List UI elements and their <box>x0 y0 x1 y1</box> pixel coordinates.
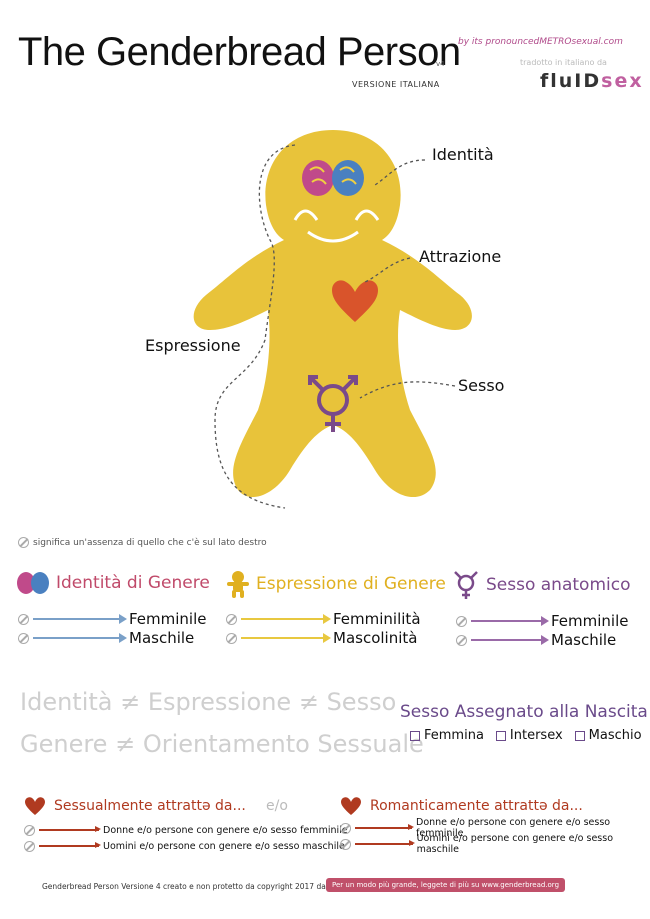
identity-arrow <box>33 633 127 643</box>
category-identity-title: Identità di Genere <box>56 573 210 593</box>
page-title: The Genderbread Person <box>18 30 461 74</box>
null-icon <box>340 838 351 850</box>
sex-arrow <box>471 616 549 626</box>
label-sesso: Sesso <box>458 376 505 395</box>
romantic-attraction-title: Romanticamente attrattə da... <box>340 796 583 816</box>
category-sex: Sesso anatomico <box>452 570 630 600</box>
romantic-row-men: Uomini e/o persone con genere e/o sesso … <box>340 833 650 855</box>
heart-icon <box>332 280 378 322</box>
assigned-sex-options: Femmina Intersex Maschio <box>410 728 642 743</box>
option-intersex[interactable]: Intersex <box>495 728 563 743</box>
null-icon <box>226 613 237 625</box>
option-female[interactable]: Femmina <box>410 728 484 743</box>
null-icon <box>24 840 35 852</box>
sexual-attraction-title: Sessualmente attrattə da... <box>24 796 246 816</box>
callout-sex-line <box>359 381 456 399</box>
null-icon <box>340 822 351 834</box>
romantic-row-women: Donne e/o persone con genere e/o sesso f… <box>340 817 650 839</box>
heart-icon <box>341 797 361 815</box>
gingerbread-icon <box>227 571 249 598</box>
romantic-attraction-label: Romanticamente attrattə da... <box>370 798 583 814</box>
expression-arrow <box>241 614 331 624</box>
option-male-label: Maschio <box>588 728 642 743</box>
romantic-men-label: Uomini e/o persone con genere e/o sesso … <box>416 833 613 855</box>
brand-link[interactable]: by its pronouncedMETROsexual.com <box>458 37 623 47</box>
footer-link-badge[interactable]: Per un modo più grande, leggete di più s… <box>326 878 566 892</box>
category-identity: Identità di Genere <box>16 570 210 596</box>
sexual-attraction-label: Sessualmente attrattə da... <box>54 798 246 814</box>
translated-label: tradotto in italiano da <box>520 58 607 67</box>
identity-row-masculine: Maschile <box>18 629 194 647</box>
subtitle: VERSIONE ITALIANA <box>352 80 440 89</box>
absence-note: significa un'assenza di quello che c'è s… <box>18 537 267 548</box>
checkbox[interactable] <box>495 730 506 741</box>
attraction-arrow <box>354 841 415 846</box>
gingerbread-body-shape <box>193 130 472 498</box>
identity-masculine-label: Maschile <box>129 629 195 647</box>
expression-arrow <box>241 633 331 643</box>
attraction-arrow <box>39 843 101 848</box>
sex-symbol-icon <box>454 571 478 599</box>
footer-credit: Genderbread Person Versione 4 creato e n… <box>42 882 388 891</box>
version-label: v4 <box>436 60 445 68</box>
absence-note-text: significa un'assenza di quello che c'è s… <box>33 537 267 548</box>
sex-row-female: Femminile <box>456 612 629 630</box>
inequality-line-2: Genere ≠ Orientamento Sessuale <box>20 730 424 758</box>
category-sex-title: Sesso anatomico <box>486 575 631 595</box>
attraction-arrow <box>39 827 101 832</box>
callout-identity-line <box>374 159 426 186</box>
sexual-row-women: Donne e/o persone con genere e/o sesso f… <box>24 823 348 837</box>
heart-icon <box>25 797 45 815</box>
sexual-women-label: Donne e/o persone con genere e/o sesso f… <box>103 824 348 836</box>
gingerbread-figure <box>193 130 472 509</box>
sex-row-male: Maschile <box>456 631 616 649</box>
romantic-women-label: Donne e/o persone con genere e/o sesso f… <box>416 817 611 839</box>
brain-icon <box>17 572 49 594</box>
smile <box>307 230 359 243</box>
sexual-row-men: Uomini e/o persone con genere e/o sesso … <box>24 839 345 853</box>
option-intersex-label: Intersex <box>509 728 563 743</box>
option-male[interactable]: Maschio <box>574 728 642 743</box>
sex-female-label: Femminile <box>551 612 629 630</box>
sex-arrow <box>471 635 549 645</box>
callout-expression-line <box>214 144 296 509</box>
sex-symbol-icon <box>308 375 358 432</box>
expression-row-feminine: Femminilità <box>226 610 421 628</box>
right-eye <box>354 209 380 221</box>
null-icon <box>18 537 29 548</box>
label-identita: Identità <box>432 145 494 164</box>
fluidsex-logo: fluIDsex <box>540 70 644 92</box>
expression-masculine-label: Mascolinità <box>333 629 418 647</box>
sex-male-label: Maschile <box>551 631 617 649</box>
identity-row-feminine: Femminile <box>18 610 207 628</box>
and-or-connector: e/o <box>266 798 288 814</box>
attraction-arrow <box>354 825 415 830</box>
label-espressione: Espressione <box>145 336 241 355</box>
category-expression: Espressione di Genere <box>226 570 446 598</box>
callout-attraction-line <box>364 257 411 283</box>
null-icon <box>18 613 29 625</box>
category-expression-title: Espressione di Genere <box>256 574 446 594</box>
logo-fluid: fluID <box>540 70 602 92</box>
null-icon <box>24 824 35 836</box>
label-attrazione: Attrazione <box>419 247 502 266</box>
checkbox[interactable] <box>410 730 420 741</box>
checkbox[interactable] <box>574 730 585 741</box>
null-icon <box>226 632 237 644</box>
brain-icon <box>302 160 364 196</box>
null-icon <box>18 632 29 644</box>
logo-sex: sex <box>601 70 644 92</box>
expression-feminine-label: Femminilità <box>333 610 421 628</box>
identity-arrow <box>33 614 127 624</box>
identity-feminine-label: Femminile <box>129 610 207 628</box>
inequality-line-1: Identità ≠ Espressione ≠ Sesso <box>20 688 397 716</box>
assigned-sex-title: Sesso Assegnato alla Nascita <box>400 702 648 722</box>
left-eye <box>293 209 319 221</box>
expression-row-masculine: Mascolinità <box>226 629 417 647</box>
option-female-label: Femmina <box>424 728 484 743</box>
sexual-men-label: Uomini e/o persone con genere e/o sesso … <box>103 840 345 852</box>
null-icon <box>456 615 467 627</box>
null-icon <box>456 634 467 646</box>
